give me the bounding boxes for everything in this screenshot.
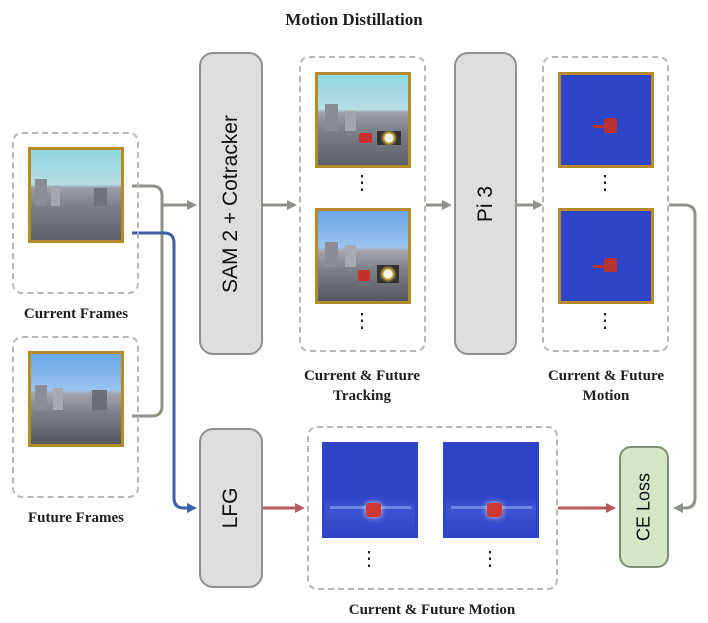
motion-map-future xyxy=(558,208,654,304)
current-frame-image xyxy=(28,147,124,243)
motion-caption-line1: Current & Future xyxy=(547,368,665,384)
bottom-motion-caption: Current & Future Motion xyxy=(348,602,516,618)
bottom-motion-ellipsis-1: ⋮ xyxy=(359,548,379,570)
current-frames-caption: Current Frames xyxy=(23,306,129,322)
bottom-motion-map-current xyxy=(322,442,418,538)
arrow-current-to-lfg xyxy=(132,231,197,513)
tracking-ellipsis-2: ⋮ xyxy=(352,310,372,332)
sam2-cotracker-block: SAM 2 + Cotracker xyxy=(199,52,263,355)
lfg-block: LFG xyxy=(199,428,263,588)
sam2-cotracker-label: SAM 2 + Cotracker xyxy=(219,114,242,293)
tracking-frame-current xyxy=(315,72,411,168)
future-frames-box xyxy=(12,336,139,498)
lfg-label: LFG xyxy=(219,487,242,529)
motion-map-current xyxy=(558,72,654,168)
future-frames-caption: Future Frames xyxy=(28,510,124,526)
motion-ellipsis-1: ⋮ xyxy=(595,172,615,194)
arrow-future-to-tracker xyxy=(132,205,164,418)
tracking-ellipsis-1: ⋮ xyxy=(352,172,372,194)
tracking-caption-line2: Tracking xyxy=(332,388,392,404)
ce-loss-label: CE Loss xyxy=(633,472,654,542)
motion-ellipsis-2: ⋮ xyxy=(595,310,615,332)
future-frame-image xyxy=(28,351,124,447)
bottom-motion-ellipsis-2: ⋮ xyxy=(480,548,500,570)
ce-loss-block: CE Loss xyxy=(619,446,669,568)
motion-caption-line2: Motion xyxy=(582,388,630,404)
bottom-motion-box xyxy=(307,426,558,590)
pi3-label: Pi 3 xyxy=(473,185,497,222)
arrow-current-to-tracker xyxy=(132,184,197,210)
tracking-caption-line1: Current & Future xyxy=(303,368,421,384)
tracking-box xyxy=(299,56,426,352)
tracking-frame-future xyxy=(315,208,411,304)
arrow-motion-to-loss xyxy=(669,203,697,513)
motion-box xyxy=(542,56,669,352)
current-frames-box xyxy=(12,132,139,294)
bottom-motion-map-future xyxy=(443,442,539,538)
pi3-block: Pi 3 xyxy=(454,52,517,355)
diagram-title: Motion Distillation xyxy=(285,10,423,29)
